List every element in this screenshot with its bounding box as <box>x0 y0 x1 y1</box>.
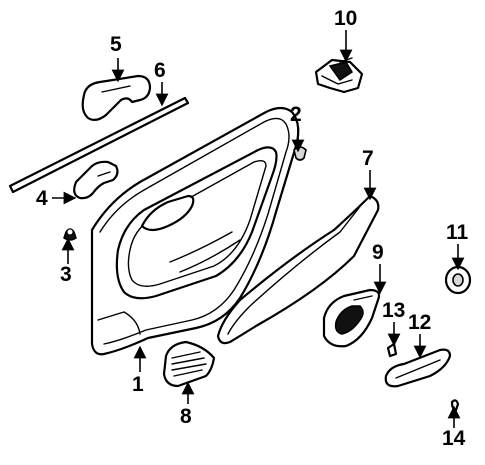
part-8-speaker-grille <box>162 340 216 388</box>
part-11-knob <box>444 265 472 295</box>
part-5-pull-handle <box>81 74 152 122</box>
part-1-door-trim-panel <box>90 106 300 356</box>
part-2-fastener <box>293 146 307 161</box>
callout-11: 11 <box>446 221 469 244</box>
callout-4: 4 <box>36 187 48 210</box>
part-13-clip <box>386 342 398 358</box>
callout-13: 13 <box>382 299 406 322</box>
part-14-screw <box>450 399 460 412</box>
callout-8: 8 <box>180 405 192 428</box>
part-3-clip <box>63 228 77 241</box>
part-10-bracket <box>314 57 364 94</box>
callout-12: 12 <box>408 311 432 334</box>
part-12-reflector <box>384 348 452 388</box>
callout-1: 1 <box>132 373 144 396</box>
callout-2: 2 <box>290 103 302 126</box>
callout-5: 5 <box>110 33 122 56</box>
part-9-handle-escutcheon <box>322 288 381 348</box>
leader-lines <box>52 30 465 428</box>
callout-10: 10 <box>334 7 358 30</box>
callout-9: 9 <box>372 241 384 264</box>
callout-7: 7 <box>362 147 374 170</box>
callout-6: 6 <box>154 59 166 82</box>
part-7-garnish <box>216 194 380 345</box>
callout-3: 3 <box>60 263 72 286</box>
part-6-belt-moulding <box>8 96 190 194</box>
callout-14: 14 <box>442 427 466 450</box>
part-4-armrest-handle <box>73 160 119 200</box>
